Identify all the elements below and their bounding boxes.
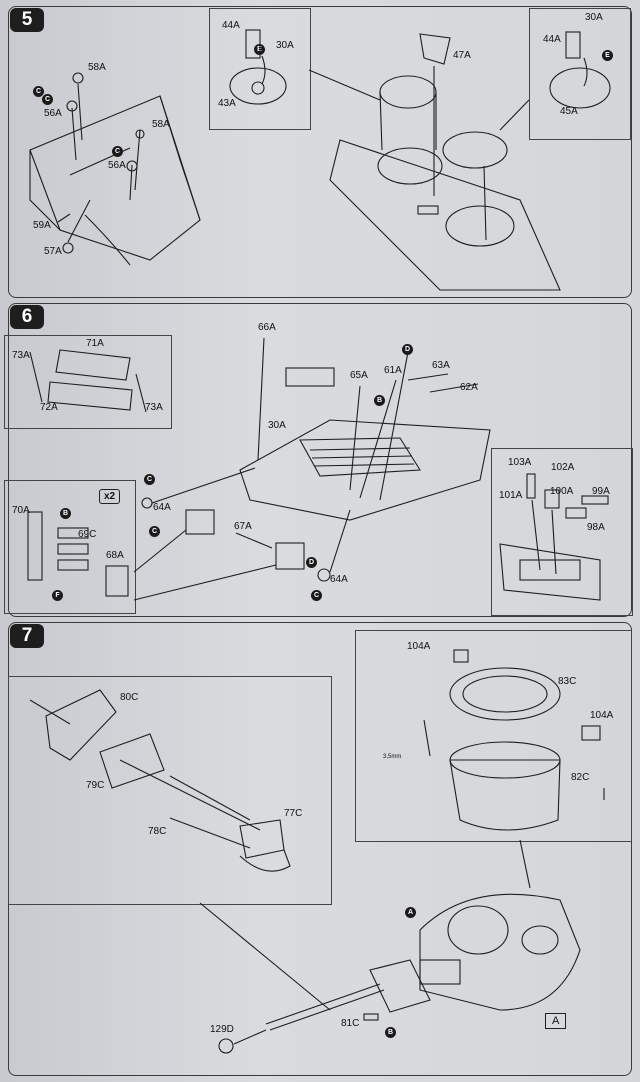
step-5-badge: 5 bbox=[10, 8, 44, 32]
part-label: 68A bbox=[106, 550, 124, 561]
part-label: 30A bbox=[276, 40, 294, 51]
view-tag-a: A bbox=[545, 1013, 567, 1029]
part-label: 69C bbox=[78, 529, 97, 540]
part-label: 63A bbox=[432, 360, 450, 371]
part-label: 81C bbox=[341, 1018, 360, 1029]
part-label: 58A bbox=[152, 119, 170, 130]
step-6-inset-rear bbox=[491, 448, 633, 616]
step-6-panel bbox=[8, 303, 632, 617]
part-label: 59A bbox=[33, 220, 51, 231]
part-label: 103A bbox=[508, 457, 532, 468]
multiplier-badge: x2 bbox=[99, 489, 121, 504]
dimension-label: 3,5mm bbox=[383, 754, 402, 760]
callout-marker: A bbox=[405, 907, 416, 918]
part-label: 66A bbox=[258, 322, 276, 333]
part-label: 57A bbox=[44, 246, 62, 257]
part-label: 77C bbox=[284, 808, 303, 819]
callout-marker: E bbox=[254, 44, 265, 55]
part-label: 129D bbox=[210, 1024, 234, 1035]
step-5-panel bbox=[8, 6, 632, 298]
part-label: 67A bbox=[234, 521, 252, 532]
part-label: 101A bbox=[499, 490, 523, 501]
callout-marker: C bbox=[311, 590, 322, 601]
part-label: 45A bbox=[560, 106, 578, 117]
part-label: 79C bbox=[86, 780, 105, 791]
part-label: 98A bbox=[587, 522, 605, 533]
step-6-inset-skirt bbox=[4, 335, 172, 429]
callout-marker: D bbox=[402, 344, 413, 355]
callout-marker: F bbox=[52, 590, 63, 601]
callout-marker: C bbox=[144, 474, 155, 485]
step-5-inset-hatch-right bbox=[529, 8, 631, 140]
part-label: 64A bbox=[153, 502, 171, 513]
part-label: 100A bbox=[550, 486, 574, 497]
part-label: 65A bbox=[350, 370, 368, 381]
part-label: 78C bbox=[148, 826, 167, 837]
step-7-badge: 7 bbox=[10, 624, 44, 648]
part-label: 30A bbox=[585, 12, 603, 23]
part-label: 58A bbox=[88, 62, 106, 73]
part-label: 44A bbox=[543, 34, 561, 45]
step-6-badge: 6 bbox=[10, 305, 44, 329]
callout-marker: B bbox=[60, 508, 71, 519]
part-label: 102A bbox=[551, 462, 575, 473]
callout-marker: C bbox=[149, 526, 160, 537]
step-5-inset-hatch-left bbox=[209, 8, 311, 130]
part-label: 56A bbox=[108, 160, 126, 171]
part-label: 99A bbox=[592, 486, 610, 497]
callout-marker: D bbox=[306, 557, 317, 568]
part-label: 73A bbox=[145, 402, 163, 413]
part-label: 82C bbox=[571, 772, 590, 783]
part-label: 61A bbox=[384, 365, 402, 376]
part-label: 47A bbox=[453, 50, 471, 61]
part-label: 70A bbox=[12, 505, 30, 516]
part-label: 83C bbox=[558, 676, 577, 687]
callout-marker: C bbox=[33, 86, 44, 97]
part-label: 72A bbox=[40, 402, 58, 413]
callout-marker: C bbox=[112, 146, 123, 157]
part-label: 71A bbox=[86, 338, 104, 349]
part-label: 30A bbox=[268, 420, 286, 431]
part-label: 44A bbox=[222, 20, 240, 31]
part-label: 56A bbox=[44, 108, 62, 119]
part-label: 43A bbox=[218, 98, 236, 109]
part-label: 73A bbox=[12, 350, 30, 361]
part-label: 62A bbox=[460, 382, 478, 393]
callout-marker: B bbox=[385, 1027, 396, 1038]
part-label: 104A bbox=[590, 710, 614, 721]
part-label: 104A bbox=[407, 641, 431, 652]
part-label: 80C bbox=[120, 692, 139, 703]
callout-marker: C bbox=[42, 94, 53, 105]
step-7-inset-cupola bbox=[355, 630, 632, 842]
step-7-inset-gun bbox=[8, 676, 332, 905]
callout-marker: E bbox=[602, 50, 613, 61]
callout-marker: B bbox=[374, 395, 385, 406]
part-label: 64A bbox=[330, 574, 348, 585]
